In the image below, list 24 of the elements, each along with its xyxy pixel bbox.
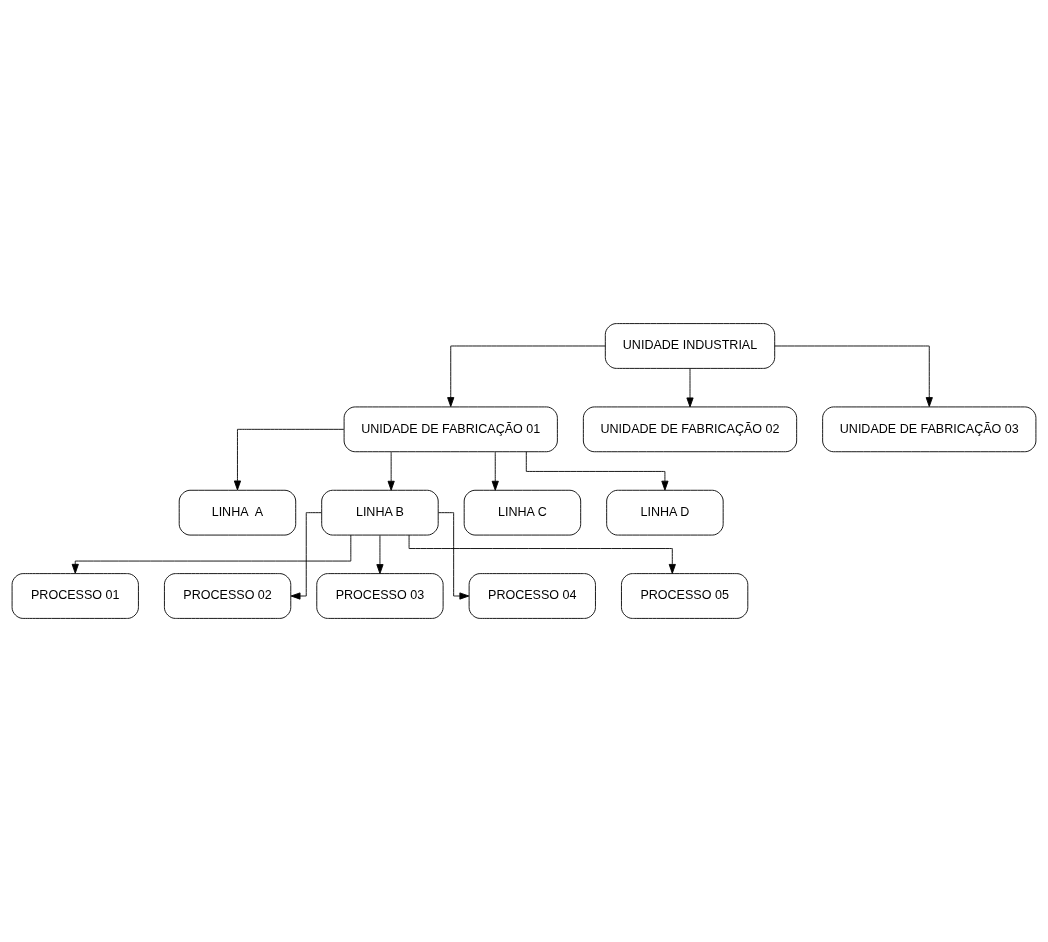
arrow (233, 428, 345, 491)
arrow (387, 451, 395, 491)
arrow (447, 345, 606, 407)
node-box: UNIDADE INDUSTRIAL (604, 323, 776, 369)
arrow (525, 451, 669, 491)
node-box: PROCESSO 04 (468, 573, 596, 619)
node-box: LINHA B (321, 489, 439, 536)
node-box: PROCESSO 05 (621, 573, 749, 619)
node-box: PROCESSO 03 (316, 573, 444, 619)
node-box: UNIDADE DE FABRICAÇÃO 03 (822, 406, 1037, 453)
arrow (686, 368, 694, 408)
node-box: PROCESSO 01 (11, 573, 139, 619)
arrow (491, 451, 499, 491)
node-box: PROCESSO 02 (163, 573, 292, 619)
node-box: LINHA D (606, 489, 724, 536)
node-box: LINHA A (178, 489, 297, 536)
arrow (437, 512, 470, 600)
arrow (376, 535, 384, 574)
node-box: LINHA C (463, 489, 582, 536)
arrow (71, 534, 352, 574)
arrow (290, 512, 322, 600)
node-box: UNIDADE DE FABRICAÇÃO 02 (582, 406, 798, 453)
node-box: UNIDADE DE FABRICAÇÃO 01 (343, 406, 558, 453)
arrow (774, 345, 933, 407)
